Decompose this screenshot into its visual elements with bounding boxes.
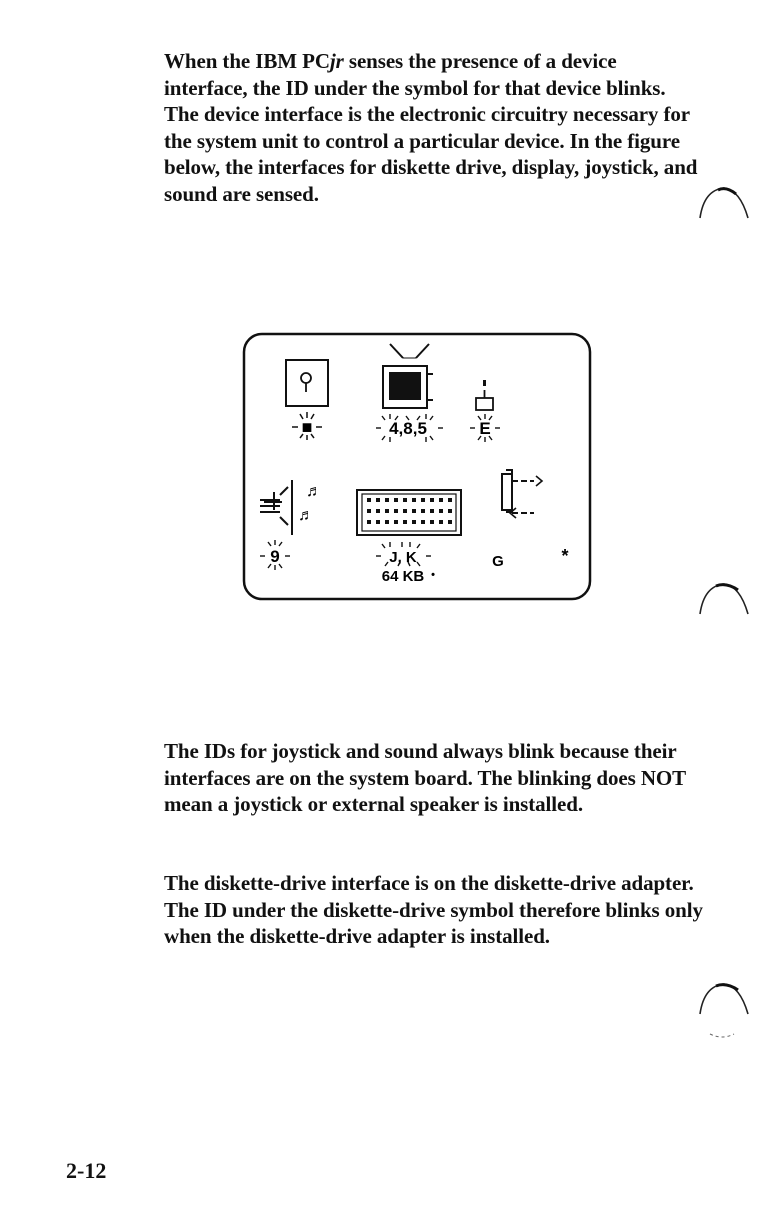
screen-frame	[242, 332, 592, 601]
diskette-id: ■	[302, 417, 313, 437]
keyboard-icon	[356, 489, 462, 536]
sound-note-icon: ♬	[306, 483, 322, 500]
modem-icon	[475, 380, 494, 411]
keyboard-key	[430, 498, 434, 502]
keyboard-key	[439, 509, 443, 513]
keyboard-key	[367, 509, 371, 513]
joystick-blink-rays	[260, 540, 290, 570]
keyboard-blink-rays	[376, 542, 431, 567]
keyboard-key	[403, 509, 407, 513]
keyboard-key	[448, 520, 452, 524]
binder-hole-mark-1	[696, 184, 752, 224]
keyboard-key	[394, 498, 398, 502]
keyboard-key	[430, 520, 434, 524]
joystick-sound-paragraph: The IDs for joystick and sound always bl…	[164, 739, 686, 816]
intro-text-jr: jr	[329, 49, 344, 73]
keyboard-key	[385, 509, 389, 513]
display-beam-icon	[389, 343, 430, 359]
keyboard-key	[412, 520, 416, 524]
sound-note-icon-2: ♬	[298, 507, 314, 524]
keyboard-key	[448, 509, 452, 513]
diskette-paragraph: The diskette-drive interface is on the d…	[164, 871, 703, 948]
diagram-svg: ■ 4,8,5	[242, 332, 592, 601]
keyboard-key	[376, 509, 380, 513]
memory-label: 64 KB	[382, 568, 425, 585]
display-blink-rays	[376, 414, 443, 442]
keyboard-key	[403, 520, 407, 524]
binder-hole-mark-3	[696, 980, 752, 1042]
keyboard-key	[412, 509, 416, 513]
keyboard-key	[367, 520, 371, 524]
keyboard-key	[385, 520, 389, 524]
keyboard-key	[394, 509, 398, 513]
keyboard-key	[403, 498, 407, 502]
joystick-icon	[260, 480, 293, 535]
keyboard-key	[376, 498, 380, 502]
keyboard-ids: J, K	[389, 549, 417, 566]
keyboard-key	[439, 520, 443, 524]
joystick-sound-id: 9	[270, 547, 279, 566]
modem-id: E	[479, 419, 490, 438]
keyboard-key	[421, 509, 425, 513]
keyboard-key	[439, 498, 443, 502]
printer-id: G	[492, 553, 504, 570]
cartridge-icon	[501, 469, 544, 519]
intro-text-start: When the IBM PC	[164, 49, 330, 73]
keyboard-keys	[367, 498, 452, 524]
keyboard-key	[421, 520, 425, 524]
memory-marker: •	[431, 569, 435, 581]
display-icon	[382, 365, 433, 409]
keyboard-key	[430, 509, 434, 513]
keyboard-key	[412, 498, 416, 502]
intro-text-rest: senses the presence of a device interfac…	[164, 49, 698, 206]
keyboard-key	[376, 520, 380, 524]
keyboard-key	[448, 498, 452, 502]
device-id-diagram: ■ 4,8,5	[240, 330, 595, 602]
keyboard-key	[421, 498, 425, 502]
display-ids: 4,8,5	[389, 419, 427, 438]
keyboard-key	[367, 498, 371, 502]
binder-hole-mark-2	[696, 580, 752, 620]
extra-marker: *	[561, 546, 568, 566]
modem-blink-rays	[470, 414, 500, 442]
page-number: 2-12	[66, 1158, 107, 1183]
keyboard-key	[385, 498, 389, 502]
keyboard-key	[394, 520, 398, 524]
diskette-blink-rays	[292, 412, 322, 440]
diskette-drive-icon	[285, 359, 329, 407]
intro-paragraph: When the IBM PCjr senses the presence of…	[164, 48, 704, 207]
